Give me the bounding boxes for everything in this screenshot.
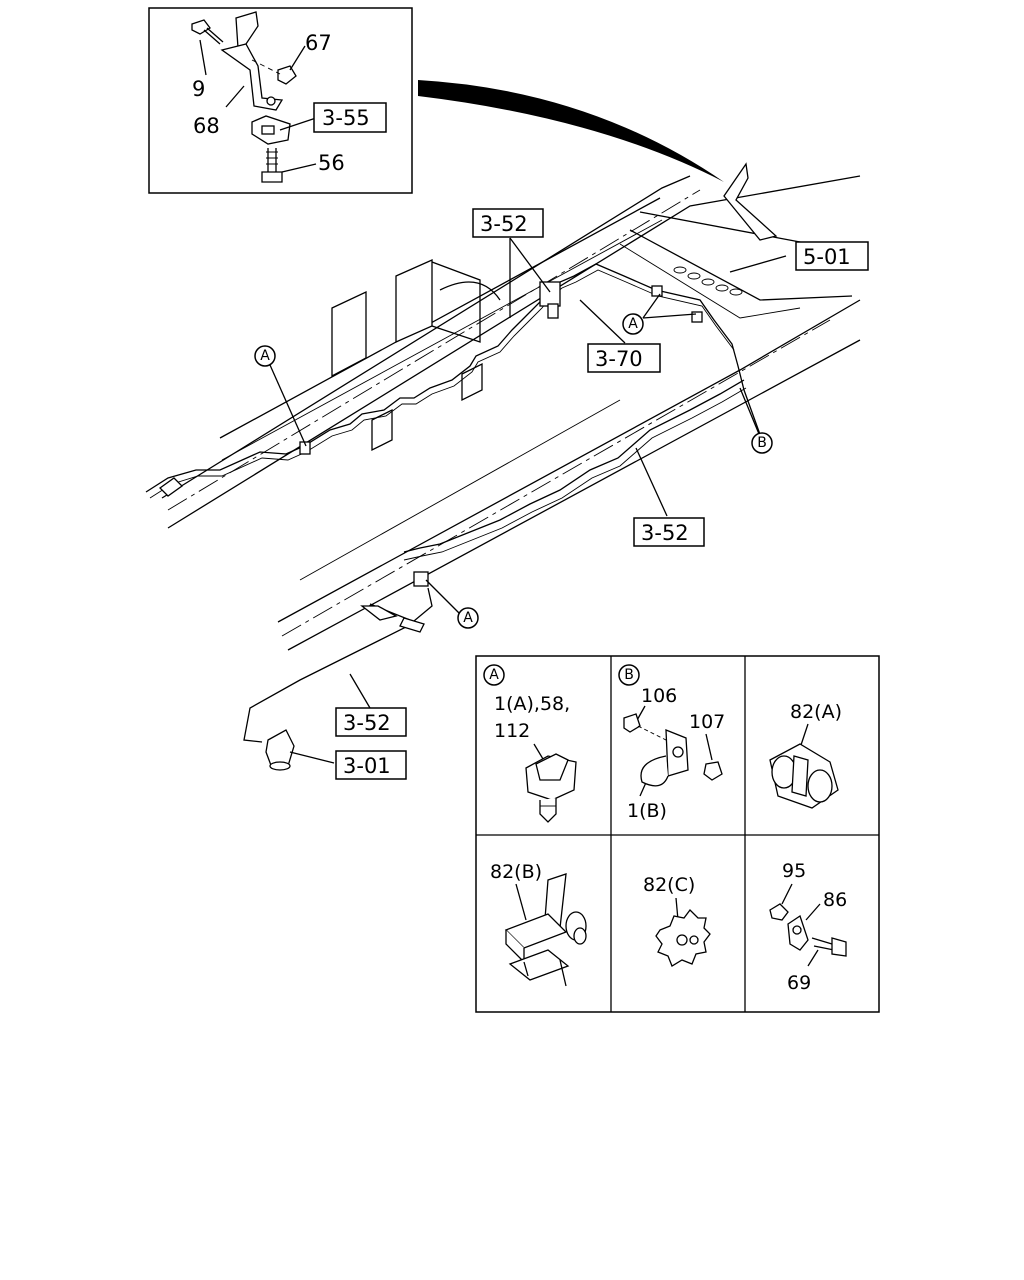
svg-text:A: A — [260, 348, 270, 364]
marker-b — [751, 432, 773, 454]
connector-3-01-icon — [265, 729, 295, 771]
screw-56-icon — [261, 148, 283, 183]
label-86: 86 — [823, 889, 847, 911]
svg-text:A: A — [628, 316, 638, 332]
detail-cell-82b: 82(B) — [490, 861, 587, 987]
label-69: 69 — [787, 972, 811, 994]
label-68: 68 — [193, 114, 220, 138]
label-9: 9 — [192, 77, 205, 101]
ref-box-3-70 — [587, 343, 661, 373]
ref-box-3-55 — [313, 102, 387, 133]
clip-86-icon — [787, 914, 809, 951]
grommet-82a-icon — [769, 743, 839, 809]
ref-box-3-52-top — [472, 208, 544, 238]
detail-cell-82c: 82(C) — [643, 874, 711, 967]
nut-95-icon — [769, 903, 789, 921]
ref-3-01: 3-01 — [343, 754, 391, 778]
detail-grid: A 1(A),58, 112 B 106 107 1(B) — [475, 655, 880, 1013]
detail-cell-b: B 106 107 1(B) — [618, 664, 725, 822]
ref-box-3-52-low — [335, 707, 407, 737]
svg-text:A: A — [489, 667, 499, 683]
label-95: 95 — [782, 860, 806, 882]
label-1b: 1(B) — [627, 800, 667, 822]
clamp-82b-icon — [504, 873, 587, 987]
bracket-68-icon — [220, 11, 284, 111]
ref-box-5-01 — [795, 241, 869, 271]
bolt-9-icon — [191, 19, 224, 45]
marker-a-lower — [457, 607, 479, 629]
marker-a-right — [622, 313, 644, 335]
ref-3-55: 3-55 — [322, 106, 370, 130]
main-leaders — [269, 237, 787, 764]
label-112: 112 — [494, 720, 530, 742]
ref-3-52-mid: 3-52 — [641, 521, 689, 545]
label-106: 106 — [641, 685, 677, 707]
ref-3-70: 3-70 — [595, 347, 643, 371]
detail-cell-95-86-69: 95 86 69 — [769, 860, 847, 994]
svg-text:A: A — [463, 610, 473, 626]
grommet-82c-icon — [655, 909, 711, 967]
ref-5-01: 5-01 — [803, 245, 851, 269]
nut-67-icon — [277, 65, 297, 85]
ref-3-52-low: 3-52 — [343, 711, 391, 735]
label-82c: 82(C) — [643, 874, 695, 896]
label-67: 67 — [305, 31, 332, 55]
ref-box-3-01 — [335, 750, 407, 780]
marker-a-left — [254, 345, 276, 367]
detail-cell-82a: 82(A) — [769, 701, 842, 809]
label-82a: 82(A) — [790, 701, 842, 723]
ref-box-3-52-mid — [633, 517, 705, 547]
callout-arrow-icon — [418, 80, 724, 182]
bracket-1b-icon — [623, 713, 723, 787]
clip-1a-icon — [525, 753, 577, 823]
cross-member-holes — [673, 266, 743, 296]
svg-text:B: B — [624, 667, 634, 683]
svg-text:B: B — [757, 435, 767, 451]
bracket-inset: 67 9 68 56 3-55 — [148, 7, 413, 194]
ref-3-52-top: 3-52 — [480, 212, 528, 236]
label-56: 56 — [318, 151, 345, 175]
label-82b: 82(B) — [490, 861, 542, 883]
clip-3-55-icon — [251, 115, 291, 145]
bolt-69-icon — [811, 937, 847, 957]
label-1a-58: 1(A),58, — [494, 693, 570, 715]
label-107: 107 — [689, 711, 725, 733]
chassis-drawing — [145, 162, 861, 771]
detail-cell-a: A 1(A),58, 112 — [483, 664, 577, 823]
